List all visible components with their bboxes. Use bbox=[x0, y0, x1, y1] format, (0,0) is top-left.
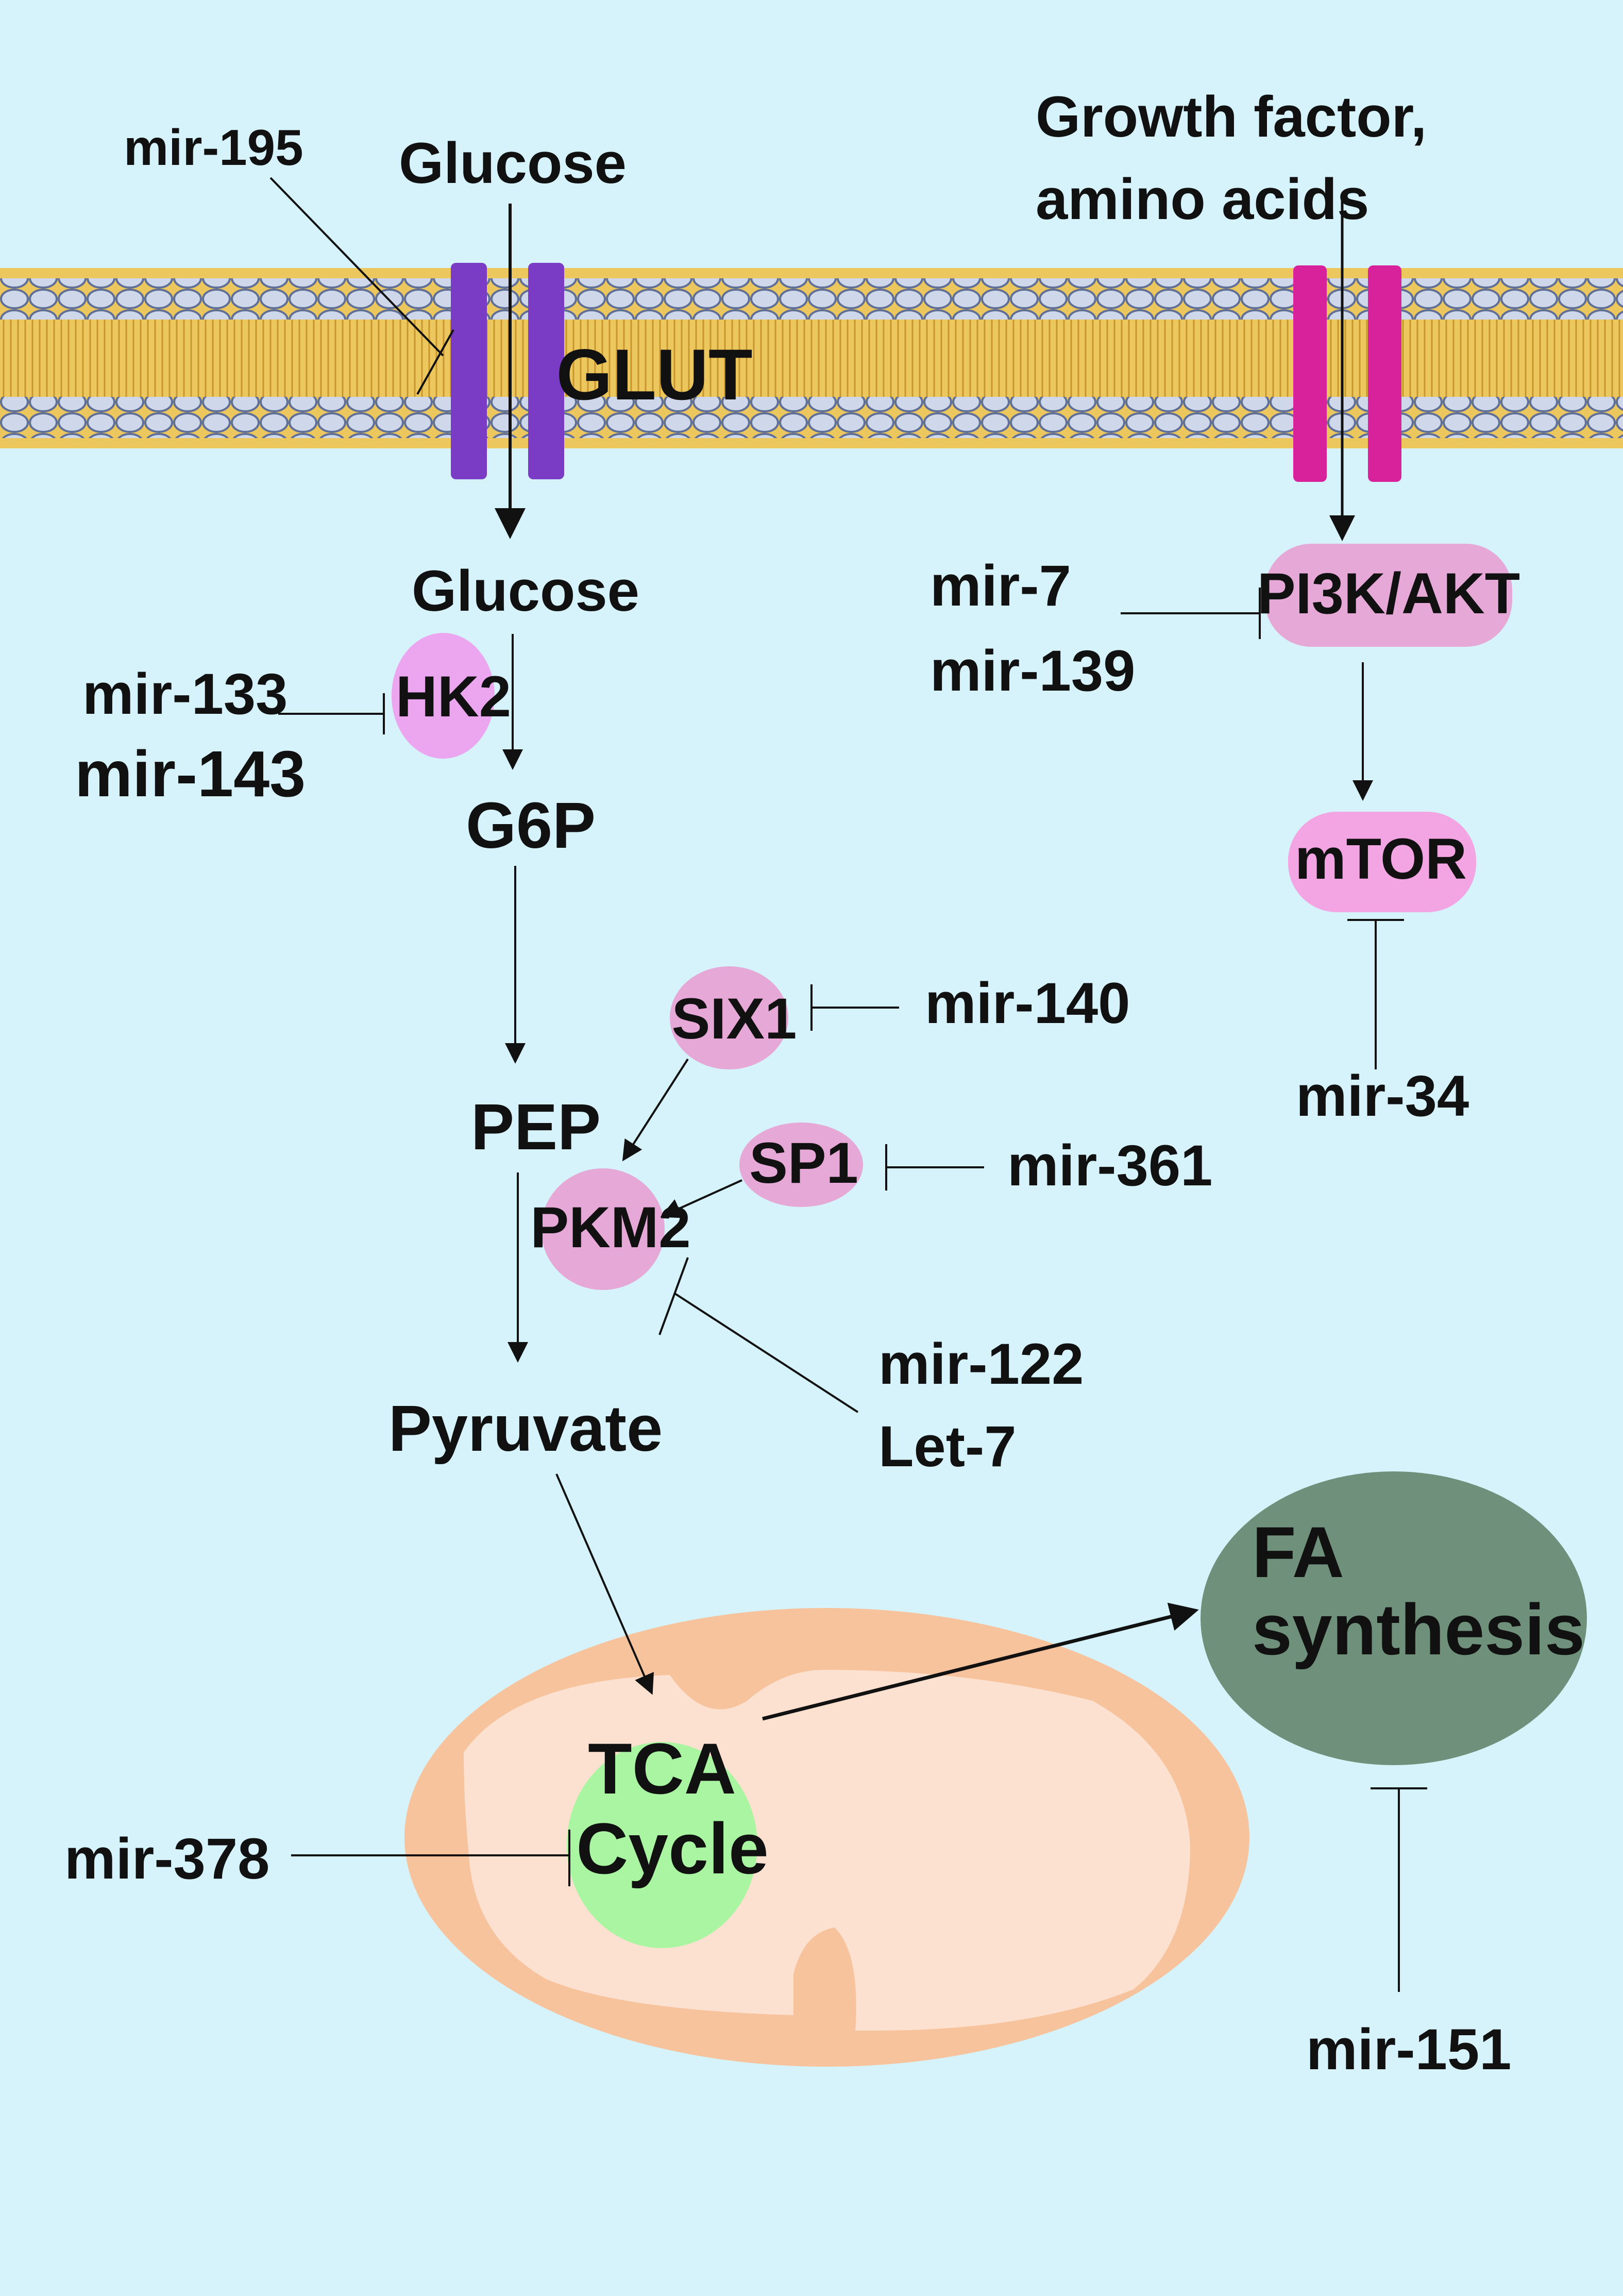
mir-361-label: mir-361 bbox=[1007, 1133, 1212, 1198]
mir-151-inhibition bbox=[1371, 1787, 1427, 1992]
growth-factor-label-2: amino acids bbox=[1036, 167, 1369, 231]
mir-143-label: mir-143 bbox=[75, 738, 306, 810]
receptor-channel-right bbox=[1368, 265, 1401, 482]
mir-378-inhibition bbox=[291, 1830, 570, 1886]
fa-synthesis-node bbox=[1201, 1471, 1587, 1765]
pi3k-akt-label: PI3K/AKT bbox=[1257, 561, 1520, 626]
six1-label: SIX1 bbox=[672, 986, 797, 1051]
mir-195-label: mir-195 bbox=[124, 119, 303, 176]
sp1-to-pkm2-arrow bbox=[660, 1179, 742, 1218]
hk2-label: HK2 bbox=[396, 664, 511, 729]
mir-361-inhibition bbox=[885, 1144, 984, 1191]
mir-122-let-7-inhibition bbox=[658, 1257, 859, 1413]
six1-to-pkm2-arrow bbox=[622, 1058, 689, 1162]
tca-label-1: TCA bbox=[588, 1728, 736, 1809]
pi3k-akt-node bbox=[1265, 544, 1512, 647]
cell-membrane bbox=[0, 268, 1623, 448]
mir-378-label: mir-378 bbox=[64, 1826, 269, 1891]
mir-7-139-inhibition bbox=[1121, 588, 1261, 639]
mir-151-label: mir-151 bbox=[1306, 2017, 1511, 2082]
mir-139-label: mir-139 bbox=[930, 639, 1135, 703]
sp1-node bbox=[739, 1122, 863, 1207]
let-7-label: Let-7 bbox=[878, 1414, 1017, 1479]
glut-channel-right bbox=[528, 263, 564, 479]
mir-7-label: mir-7 bbox=[930, 554, 1071, 618]
mitochondrion bbox=[404, 1608, 1249, 2067]
tca-cycle-node bbox=[567, 1742, 757, 1948]
glucose-extracellular-label: Glucose bbox=[399, 131, 627, 195]
mir-133-143-inhibition bbox=[278, 693, 385, 734]
mir-34-label: mir-34 bbox=[1296, 1064, 1469, 1128]
hk2-node bbox=[392, 633, 495, 759]
mir-122-label: mir-122 bbox=[878, 1332, 1084, 1396]
pep-label: PEP bbox=[471, 1091, 601, 1163]
pyruvate-to-tca-arrow bbox=[555, 1473, 654, 1695]
sp1-label: SP1 bbox=[749, 1131, 858, 1195]
pkm2-node bbox=[541, 1168, 665, 1290]
mir-133-label: mir-133 bbox=[82, 662, 288, 726]
glut-channel-left bbox=[451, 263, 487, 479]
pyruvate-label: Pyruvate bbox=[388, 1392, 663, 1465]
growth-factor-label-1: Growth factor, bbox=[1036, 85, 1427, 149]
pkm2-label: PKM2 bbox=[530, 1195, 690, 1260]
mir-140-label: mir-140 bbox=[925, 971, 1130, 1035]
six1-node bbox=[670, 966, 788, 1069]
tca-label-2: Cycle bbox=[576, 1808, 769, 1889]
mtor-label: mTOR bbox=[1295, 827, 1467, 891]
glut-label: GLUT bbox=[556, 334, 752, 415]
g6p-label: G6P bbox=[466, 789, 596, 862]
mir-140-inhibition bbox=[810, 984, 899, 1031]
mir-195-inhibition bbox=[269, 177, 454, 395]
fa-label-1: FA bbox=[1252, 1512, 1344, 1593]
tca-to-fa-arrow bbox=[762, 1602, 1199, 1721]
mtor-node bbox=[1288, 812, 1476, 912]
glucose-intracellular-label: Glucose bbox=[412, 559, 639, 623]
mir-34-inhibition bbox=[1347, 919, 1404, 1069]
receptor-channel-left bbox=[1293, 265, 1327, 482]
fa-label-2: synthesis bbox=[1252, 1589, 1585, 1670]
